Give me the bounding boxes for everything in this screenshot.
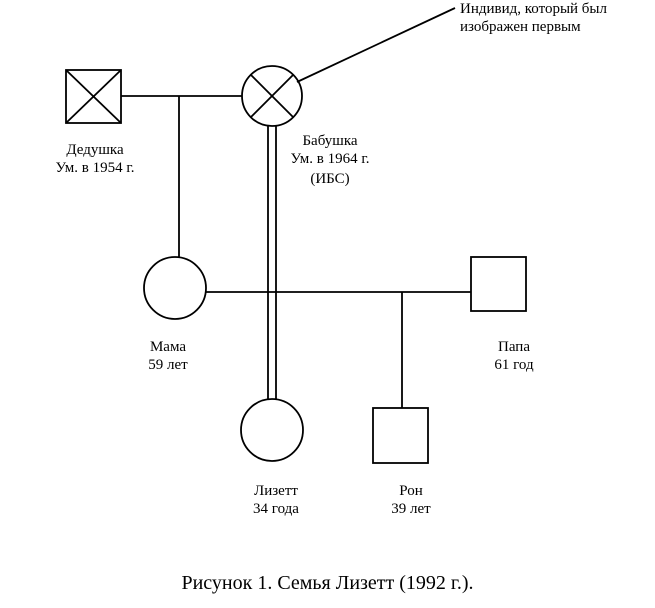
grandfather-label: Дедушка Ум. в 1954 г. (20, 141, 170, 177)
father-symbol (470, 256, 527, 312)
annotation-label: Индивид, который был изображен первым (460, 0, 607, 36)
lizett-age: 34 года (253, 501, 299, 517)
mother-symbol (143, 256, 207, 320)
lizett-label: Лизетт 34 года (236, 482, 316, 518)
annotation-line-2: изображен первым (460, 19, 581, 35)
figure-caption: Рисунок 1. Семья Лизетт (1992 г.). (181, 572, 474, 594)
lizett-name: Лизетт (254, 483, 298, 499)
grandmother-symbol (241, 65, 303, 127)
ron-name: Рон (399, 483, 423, 499)
grandmother-label: Бабушка Ум. в 1964 г. (ИБС) (276, 132, 384, 188)
mother-name: Мама (149, 339, 187, 355)
annotation-line-1: Индивид, который был (460, 1, 607, 17)
grandmother-detail: Ум. в 1964 г. (290, 151, 370, 167)
grandfather-symbol (65, 69, 122, 124)
lizett-symbol (240, 398, 304, 462)
annotation-pointer-line (296, 7, 456, 83)
mother-label: Мама 59 лет (128, 338, 208, 374)
father-age: 61 год (494, 357, 534, 373)
mother-age: 59 лет (148, 357, 188, 373)
father-name: Папа (498, 339, 530, 355)
grandfather-detail: Ум. в 1954 г. (55, 160, 135, 176)
ron-symbol (372, 407, 429, 464)
ron-age: 39 лет (391, 501, 431, 517)
grandmother-note: (ИБС) (310, 171, 350, 187)
father-label: Папа 61 год (474, 338, 554, 374)
grandmother-name: Бабушка (302, 133, 358, 149)
grandfather-name: Дедушка (66, 142, 124, 158)
ron-label: Рон 39 лет (376, 482, 446, 518)
